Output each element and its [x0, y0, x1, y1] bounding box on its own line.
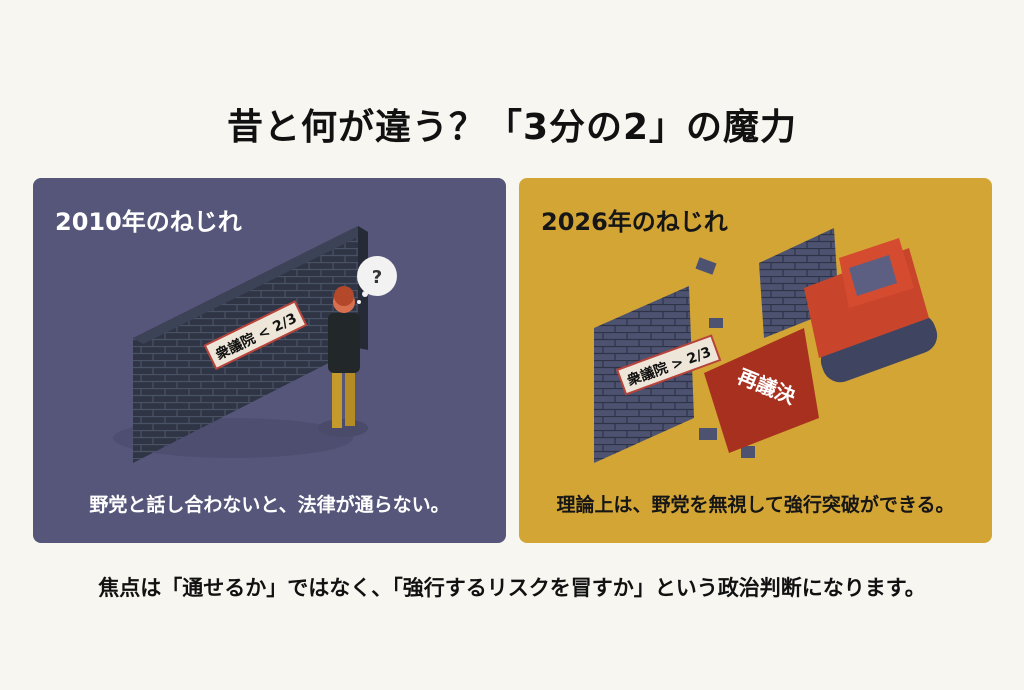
bulldozer-illustration: 衆議院 > 2/3 再議決 — [594, 228, 938, 463]
thought-bubble: ? — [357, 256, 397, 304]
footer-summary: 焦点は「通せるか」ではなく、「強行するリスクを冒すか」という政治判断になります。 — [98, 576, 926, 600]
panel-2026: 衆議院 > 2/3 再議決 2026年のねじれ 理論上は、野党を無視して強行突破… — [519, 178, 992, 543]
panel-heading: 2010年のねじれ — [55, 208, 242, 236]
page-title: 昔と何が違う？「3分の2」の魔力 — [226, 107, 798, 148]
panel-caption: 野党と話し合わないと、法律が通らない。 — [89, 494, 450, 516]
brick-wall-illustration: 衆議院 < 2/3 ? — [113, 226, 397, 463]
panel-heading: 2026年のねじれ — [541, 208, 728, 236]
svg-text:?: ? — [372, 267, 382, 288]
panel-caption: 理論上は、野党を無視して強行突破ができる。 — [556, 494, 955, 516]
panel-2010: 衆議院 < 2/3 ? 2010年のねじれ 野党と話し合わないと、法律が通らない… — [33, 178, 506, 543]
